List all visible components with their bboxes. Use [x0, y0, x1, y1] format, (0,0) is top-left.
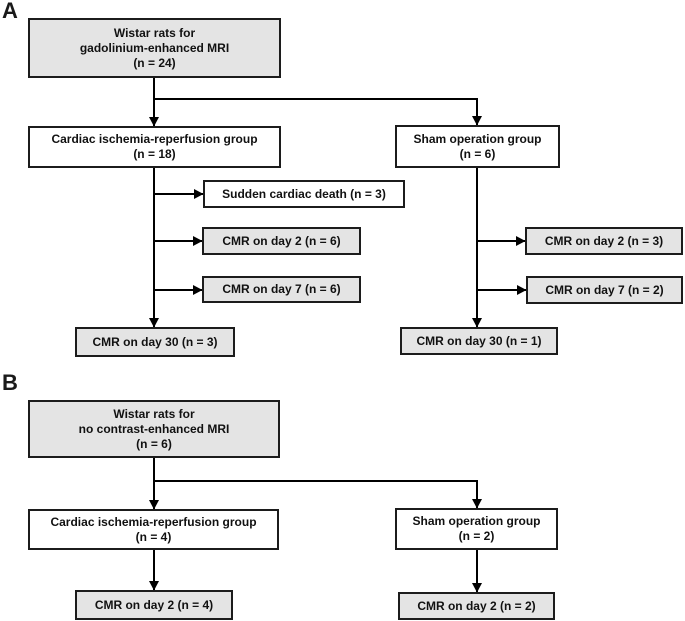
box-a-root: Wistar rats for gadolinium-enhanced MRI …: [28, 18, 281, 78]
box-b-ir-cmr-day2: CMR on day 2 (n = 4): [75, 590, 233, 620]
box-text-line: (n = 2): [458, 529, 495, 543]
box-text-line: Wistar rats for: [113, 406, 195, 421]
box-a-sham-operation-group: Sham operation group (n = 6): [395, 125, 560, 168]
arrow-a-root-to-sham: [154, 98, 482, 126]
box-text-line: (n = 18): [133, 147, 176, 161]
box-text-line: Sham operation group: [412, 514, 541, 528]
box-text-line: CMR on day 7 (n = 6): [222, 282, 341, 296]
box-text-line: CMR on day 30 (n = 1): [416, 333, 542, 348]
box-a-sudden-cardiac-death: Sudden cardiac death (n = 3): [203, 180, 405, 208]
box-b-sham-cmr-day2: CMR on day 2 (n = 2): [398, 592, 555, 620]
box-b-ischemia-reperfusion-group: Cardiac ischemia-reperfusion group (n = …: [28, 509, 279, 550]
box-text-line: Sudden cardiac death (n = 3): [222, 186, 386, 201]
box-text-line: CMR on day 2 (n = 3): [544, 233, 664, 248]
box-text-line: CMR on day 7 (n = 2): [545, 282, 664, 297]
box-text-line: Wistar rats for: [113, 25, 196, 40]
box-a-sham-cmr-day30: CMR on day 30 (n = 1): [400, 327, 558, 355]
box-a-sham-cmr-day7: CMR on day 7 (n = 2): [526, 276, 683, 304]
box-text-line: (n = 24): [133, 55, 176, 70]
arrow-b-root-to-sham: [154, 480, 482, 509]
box-text-line: CMR on day 2 (n = 2): [417, 598, 536, 613]
box-a-sham-cmr-day2: CMR on day 2 (n = 3): [525, 227, 683, 255]
box-b-sham-operation-group: Sham operation group (n = 2): [395, 508, 558, 550]
box-a-ir-cmr-day7: CMR on day 7 (n = 6): [202, 276, 361, 303]
box-b-root: Wistar rats for no contrast-enhanced MRI…: [28, 400, 280, 458]
panel-a-label: A: [2, 0, 18, 23]
box-text-line: Cardiac ischemia-reperfusion group: [50, 514, 257, 529]
box-text-line: (n = 6): [459, 146, 496, 161]
box-text-line: gadolinium-enhanced MRI: [79, 40, 230, 55]
box-text-line: CMR on day 30 (n = 3): [92, 334, 218, 349]
box-text-line: Sham operation group: [413, 131, 542, 146]
box-text-line: (n = 6): [136, 436, 172, 451]
box-text-line: no contrast-enhanced MRI: [78, 421, 230, 436]
box-a-ir-cmr-day2: CMR on day 2 (n = 6): [202, 227, 361, 255]
box-text-line: CMR on day 2 (n = 4): [94, 597, 214, 612]
box-a-ischemia-reperfusion-group: Cardiac ischemia-reperfusion group (n = …: [28, 126, 281, 168]
box-text-line: (n = 4): [135, 529, 172, 544]
panel-b-label: B: [2, 370, 18, 395]
box-a-ir-cmr-day30: CMR on day 30 (n = 3): [75, 327, 235, 357]
box-text-line: Cardiac ischemia-reperfusion group: [51, 132, 258, 146]
box-text-line: CMR on day 2 (n = 6): [222, 233, 341, 248]
